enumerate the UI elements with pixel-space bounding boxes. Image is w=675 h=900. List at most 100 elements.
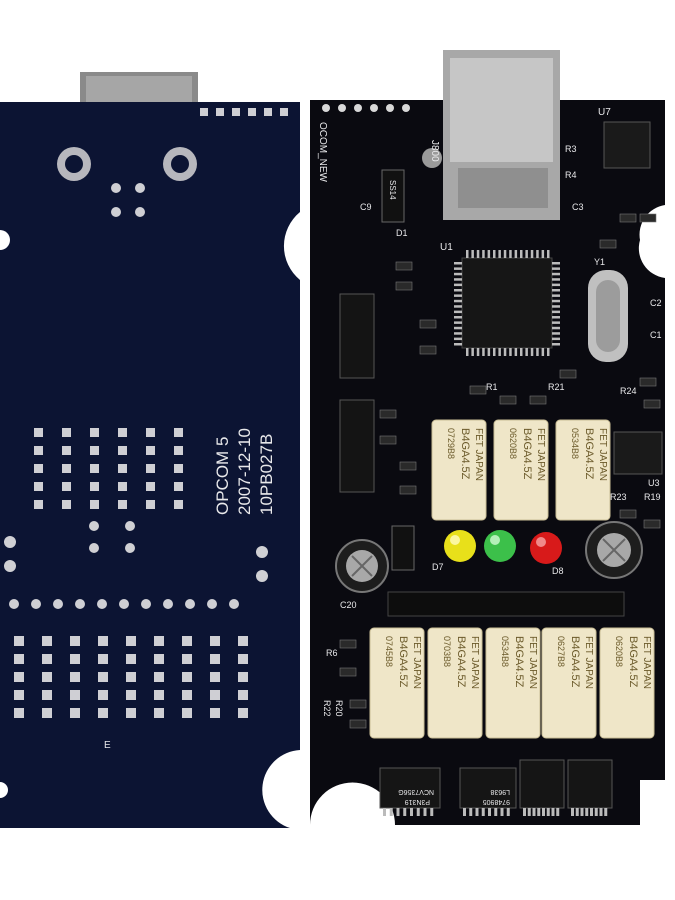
left-pad-grid-upper [34, 428, 183, 509]
ref-r20: R20 [334, 700, 344, 717]
left-through-holes [4, 521, 268, 582]
ref-r24: R24 [620, 386, 637, 396]
left-pad-grid-lower [14, 636, 248, 718]
corner-mark: E [104, 740, 111, 751]
relay-model: B4GA4.5Z [627, 636, 639, 688]
diode-part: SS14 [388, 180, 397, 200]
ref-c1: C1 [650, 330, 662, 340]
relay-brand: FET JAPAN [535, 428, 546, 481]
relay-code: 0534B8 [500, 636, 510, 667]
relay-brand: FET JAPAN [583, 636, 594, 689]
ic-ncv7356: NCV7356G [398, 788, 434, 795]
relay-brand: FET JAPAN [641, 636, 652, 689]
ref-r22: R22 [322, 700, 332, 717]
ref-d8: D8 [552, 566, 564, 576]
top-header-pins [322, 104, 410, 112]
ref-r19: R19 [644, 492, 661, 502]
relay-brand: FET JAPAN [597, 428, 608, 481]
usb-controller-ic [603, 121, 651, 169]
led-yellow [444, 530, 476, 562]
usb-mount-lug [422, 148, 442, 168]
right-board: J800 OCOM_NEW U7 R3 R4 SS14 D1 C9 U1 Y1 … [310, 50, 665, 825]
ref-c2: C2 [650, 298, 662, 308]
ref-j800: J800 [429, 140, 440, 162]
ic-9748905: 9748905 [483, 798, 510, 805]
mcu-chip [461, 257, 553, 349]
relay-model: B4GA4.5Z [521, 428, 533, 480]
ref-u3: U3 [648, 478, 660, 488]
left-top-pin-row [200, 108, 288, 116]
relay-model: B4GA4.5Z [397, 636, 409, 688]
bottom-ic-2: L9638 9748905 [459, 767, 517, 809]
bottom-ic-3 [519, 759, 565, 809]
mcu-pins [454, 250, 560, 356]
soic-ic-upper [339, 293, 375, 379]
relay-brand: FET JAPAN [527, 636, 538, 689]
ref-d1: D1 [396, 228, 408, 238]
relay-model: B4GA4.5Z [569, 636, 581, 688]
ref-r23: R23 [610, 492, 627, 502]
ref-c3: C3 [572, 202, 584, 212]
ref-r1: R1 [486, 382, 498, 392]
label-partno: 10PB027B [257, 434, 276, 515]
ref-r6: R6 [326, 648, 338, 658]
bottom-ic-1: NCV7356G P3N319 [379, 767, 441, 809]
led-red [530, 532, 562, 564]
relay-model: B4GA4.5Z [583, 428, 595, 480]
relay-brand: FET JAPAN [469, 636, 480, 689]
diode-d2 [391, 525, 415, 571]
ref-u7: U7 [598, 107, 611, 118]
diode-ss14 [381, 169, 405, 223]
relay-code: 0745B8 [384, 636, 394, 667]
label-date: 2007-12-10 [235, 428, 254, 515]
left-board-label: OPCOM 5 2007-12-10 10PB027B [213, 428, 276, 515]
relay-model: B4GA4.5Z [513, 636, 525, 688]
bottom-ic-pins [383, 808, 608, 816]
left-usb-connector-face [86, 76, 192, 106]
status-leds [444, 530, 562, 564]
smd-components [339, 213, 661, 729]
regulator-u3 [613, 431, 663, 475]
relay-code: 0534B8 [570, 428, 580, 459]
ref-r21: R21 [548, 382, 565, 392]
relay-code: 0620B8 [614, 636, 624, 667]
ref-c20: C20 [340, 600, 357, 610]
relay-model: B4GA4.5Z [455, 636, 467, 688]
ref-r4: R4 [565, 170, 577, 180]
ic-l9638: L9638 [490, 788, 510, 795]
ref-r3: R3 [565, 144, 577, 154]
relay-code: 0627B8 [556, 636, 566, 667]
relay-code: 0620B8 [508, 428, 518, 459]
left-small-pads [111, 183, 145, 217]
soic-ic-lower [339, 399, 375, 493]
left-pad-row [9, 599, 239, 609]
ic-p3n319: P3N319 [405, 798, 430, 805]
ref-c9: C9 [360, 202, 372, 212]
relay-brand: FET JAPAN [411, 636, 422, 689]
ref-u1: U1 [440, 242, 453, 253]
label-opcom: OPCOM 5 [213, 437, 232, 515]
electrolytic-cap-right [585, 521, 643, 579]
ref-y1: Y1 [594, 257, 605, 267]
led-green [484, 530, 516, 562]
ref-d7: D7 [432, 562, 444, 572]
relay-model: B4GA4.5Z [459, 428, 471, 480]
relay-code: 0703B8 [442, 636, 452, 667]
pin-header-strip [387, 591, 625, 617]
board-name: OCOM_NEW [317, 122, 328, 183]
relay-code: 0729B8 [446, 428, 456, 459]
bottom-ic-4 [567, 759, 613, 809]
relay-brand: FET JAPAN [473, 428, 484, 481]
electrolytic-cap-left [335, 539, 389, 593]
